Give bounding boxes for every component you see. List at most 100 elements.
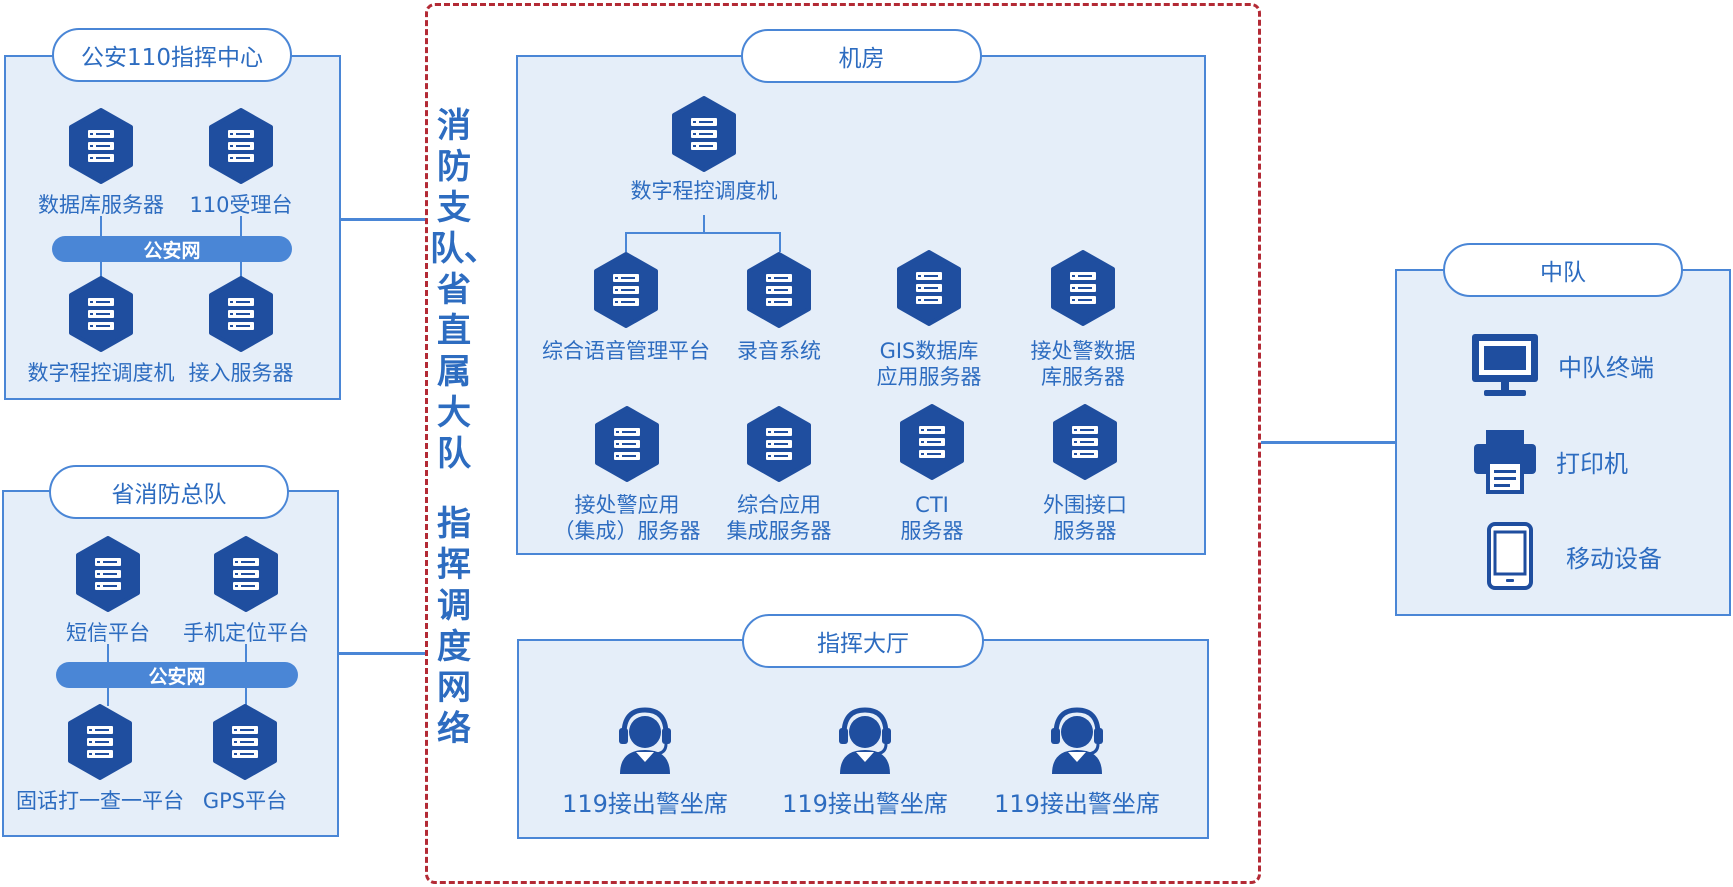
- police-to-center-link: [341, 218, 427, 221]
- connector-line: [240, 262, 242, 280]
- external-interface-node: 外围接口 服务器: [1000, 404, 1170, 544]
- digital-switch-label: 数字程控调度机: [27, 361, 175, 385]
- machine-room-title: 机房: [741, 29, 982, 83]
- gis-database-label-2: 应用服务器: [876, 365, 982, 389]
- phone-location-label: 手机定位平台: [183, 621, 309, 645]
- center-to-squadron-link: [1261, 441, 1395, 444]
- dispatch-app-server-label-2: （集成）服务器: [553, 519, 701, 543]
- sms-platform-node: 短信平台: [23, 536, 193, 646]
- dispatch-app-server-label: 接处警应用: [574, 493, 680, 517]
- external-interface-label: 外围接口: [1043, 493, 1127, 517]
- integrated-app-server-label: 综合应用: [737, 493, 821, 517]
- seat-label: 119接出警坐席: [782, 790, 948, 818]
- room-digital-switch-node: 数字程控调度机: [619, 96, 789, 204]
- gis-database-label: GIS数据库: [879, 339, 979, 363]
- mobile-device-label: 移动设备: [1566, 544, 1662, 573]
- provincial-network-bar: 公安网: [56, 662, 298, 688]
- command-hall-title: 指挥大厅: [742, 614, 984, 668]
- server-icon: [208, 108, 274, 184]
- server-icon: [1050, 250, 1116, 326]
- server-icon: [1052, 404, 1118, 480]
- landline-platform-node: 固话打一查一平台: [15, 704, 185, 814]
- phone-location-node: 手机定位平台: [161, 536, 331, 646]
- connector-line: [625, 232, 781, 234]
- voice-management-label: 综合语音管理平台: [542, 339, 710, 363]
- printer-label: 打印机: [1556, 449, 1628, 478]
- database-server-node: 数据库服务器: [16, 108, 186, 218]
- server-icon: [671, 96, 737, 172]
- squadron-title: 中队: [1443, 243, 1683, 297]
- sms-platform-label: 短信平台: [66, 621, 150, 645]
- vertical-label-dispatch-network: 指 挥 调 度 网 络: [437, 504, 471, 749]
- recording-system-label: 录音系统: [737, 339, 821, 363]
- vertical-label-fire-brigades: 消 防 支 队、 省 直 属 大 队: [430, 106, 498, 474]
- squadron-terminal-device: 中队终端: [1470, 332, 1654, 398]
- dispatch-app-server-node: 接处警应用 （集成）服务器: [542, 406, 712, 544]
- dispatch-database-label-2: 库服务器: [1041, 365, 1125, 389]
- provincial-to-center-link: [339, 652, 427, 655]
- seat-label: 119接出警坐席: [994, 790, 1160, 818]
- external-interface-label-2: 服务器: [1053, 519, 1117, 543]
- server-icon: [75, 536, 141, 612]
- landline-platform-label: 固话打一查一平台: [16, 789, 184, 813]
- printer-icon: [1474, 430, 1536, 494]
- 110-reception-node: 110受理台: [156, 108, 326, 218]
- printer-device: 打印机: [1472, 428, 1628, 494]
- connector-line: [107, 688, 109, 706]
- database-server-label: 数据库服务器: [38, 193, 164, 217]
- server-icon: [746, 406, 812, 482]
- server-icon: [746, 252, 812, 328]
- connector-line: [779, 232, 781, 252]
- squadron-panel: [1395, 269, 1731, 616]
- access-server-label: 接入服务器: [188, 361, 294, 385]
- dispatch-database-label: 接处警数据: [1030, 339, 1136, 363]
- server-icon: [67, 704, 133, 780]
- server-icon: [899, 404, 965, 480]
- cti-server-label-2: 服务器: [900, 519, 964, 543]
- 110-reception-label: 110受理台: [189, 193, 293, 217]
- server-icon: [68, 108, 134, 184]
- recording-system-node: 录音系统: [694, 252, 864, 364]
- connector-line: [240, 216, 242, 236]
- gps-platform-node: GPS平台: [160, 704, 330, 814]
- server-icon: [212, 704, 278, 780]
- headset-operator-icon: [1042, 704, 1112, 774]
- mobile-phone-icon: [1487, 522, 1533, 590]
- connector-line: [107, 644, 109, 662]
- server-icon: [594, 406, 660, 482]
- digital-switch-node: 数字程控调度机: [16, 276, 186, 386]
- headset-operator-icon: [610, 704, 680, 774]
- squadron-terminal-label: 中队终端: [1558, 353, 1654, 382]
- connector-line: [625, 232, 627, 252]
- provincial-title: 省消防总队: [49, 465, 289, 519]
- police-network-bar: 公安网: [52, 236, 292, 262]
- headset-operator-icon: [830, 704, 900, 774]
- cti-server-node: CTI 服务器: [847, 404, 1017, 544]
- voice-management-node: 综合语音管理平台: [541, 252, 711, 364]
- server-icon: [68, 276, 134, 352]
- monitor-icon: [1472, 334, 1538, 396]
- command-dispatch-network-boundary: [425, 3, 1261, 884]
- dispatch-database-node: 接处警数据 库服务器: [998, 250, 1168, 390]
- seat-label: 119接出警坐席: [562, 790, 728, 818]
- integrated-app-server-label-2: 集成服务器: [726, 519, 832, 543]
- connector-line: [703, 215, 705, 233]
- server-icon: [896, 250, 962, 326]
- police-110-title: 公安110指挥中心: [52, 28, 292, 82]
- gps-platform-label: GPS平台: [202, 789, 288, 813]
- connector-line: [245, 644, 247, 662]
- server-icon: [213, 536, 279, 612]
- server-icon: [593, 252, 659, 328]
- access-server-node: 接入服务器: [156, 276, 326, 386]
- cti-server-label: CTI: [915, 493, 949, 517]
- connector-line: [100, 216, 102, 236]
- gis-database-node: GIS数据库 应用服务器: [844, 250, 1014, 390]
- connector-line: [100, 262, 102, 280]
- integrated-app-server-node: 综合应用 集成服务器: [694, 406, 864, 544]
- room-digital-switch-label: 数字程控调度机: [630, 179, 778, 203]
- seat-3: 119接出警坐席: [977, 704, 1177, 819]
- police-110-command-center-panel: [4, 55, 341, 400]
- mobile-device: 移动设备: [1486, 522, 1662, 590]
- server-icon: [208, 276, 274, 352]
- seat-2: 119接出警坐席: [765, 704, 965, 819]
